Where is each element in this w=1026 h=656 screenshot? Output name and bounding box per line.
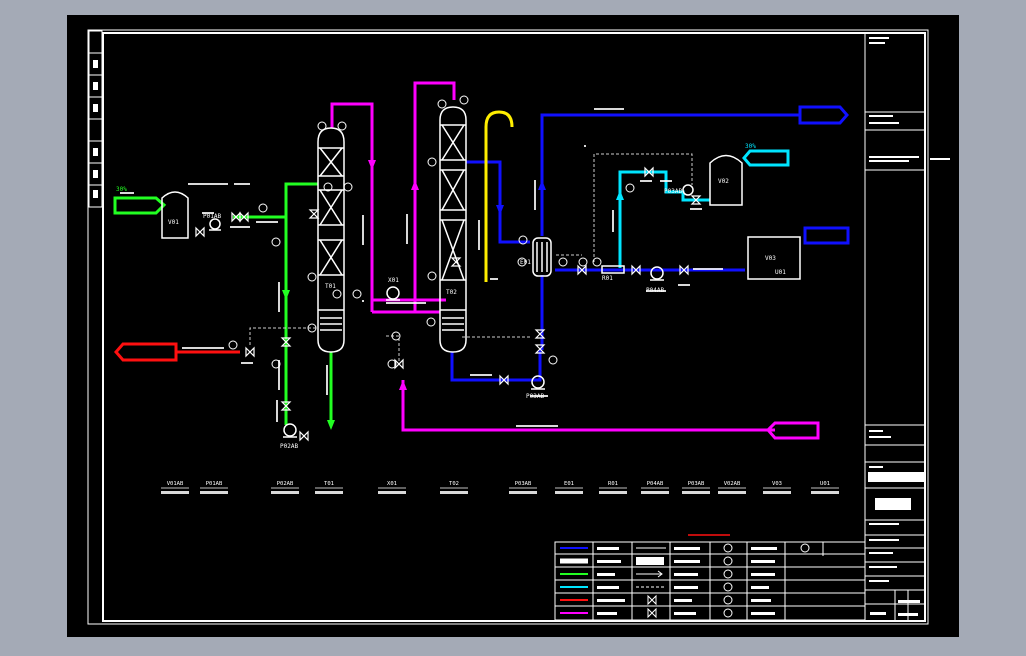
tag-u01: U01 [775, 269, 786, 276]
tag-v03: V03 [765, 255, 776, 262]
equipment-list-tag: T02 [449, 481, 459, 487]
tank-icon-v02[interactable] [709, 154, 743, 206]
pump-icon-p03-small[interactable] [682, 184, 694, 196]
tag-p03ab: P03AB [526, 393, 544, 400]
equipment-list-tag: P02AB [277, 481, 294, 487]
equipment-list-desc [763, 491, 791, 494]
equipment-list-tag: P03AB [688, 481, 705, 487]
equipment-tags: V01 P01AB T01 X01 T02 E01 R01 V02 V03 U0… [168, 178, 786, 450]
equipment-list-desc [555, 491, 583, 494]
equipment-list-tag: E01 [564, 481, 574, 487]
equipment-list-desc [641, 491, 669, 494]
legend-table [554, 534, 866, 621]
green-lines [233, 182, 333, 425]
arrow-tag-out-right [803, 226, 850, 245]
tag-e01: E01 [520, 259, 531, 266]
equipment-list-tag: P03AB [515, 481, 532, 487]
arrow-tag-out-top [798, 105, 849, 125]
drawing-canvas [67, 15, 959, 637]
equipment-list-tag: R01 [608, 481, 618, 487]
tag-t02: T02 [446, 289, 457, 296]
yellow-line [484, 110, 514, 282]
tag-v01: V01 [168, 219, 179, 226]
pump-icon-p03[interactable] [531, 375, 545, 390]
equipment-list-tag: V02AB [724, 481, 741, 487]
equipment-list-tag: P04AB [647, 481, 664, 487]
tag-r01: R01 [602, 275, 613, 282]
equipment-list: V01AB P01AB P02AB T01 X01 T02 P03AB E01 R01 P04AB… [161, 481, 839, 494]
pump-icon-p04[interactable] [650, 266, 664, 281]
title-block [864, 32, 926, 622]
equipment-list-tag: V01AB [167, 481, 184, 487]
column-icon-t02[interactable] [439, 106, 467, 353]
equipment-list-tag: X01 [387, 481, 397, 487]
equipment-list-desc [161, 491, 189, 494]
equipment-list-tag: V03 [772, 481, 782, 487]
arrow-tag-out-left [114, 342, 178, 362]
cyan-lines [618, 170, 710, 268]
equipment-list-desc [811, 491, 839, 494]
equipment-list-desc [378, 491, 406, 494]
tag-t01: T01 [325, 283, 336, 290]
equipment-list-desc [718, 491, 746, 494]
pump-icon-x01[interactable] [386, 286, 400, 301]
equipment-list-desc [682, 491, 710, 494]
tank-icon-v03[interactable] [747, 236, 801, 280]
equipment-list-tag: P01AB [206, 481, 223, 487]
heat-exchanger-icon-e01[interactable] [532, 237, 552, 277]
equipment-list-desc [315, 491, 343, 494]
tag-p03ab-small: P03AB [664, 188, 682, 195]
tag-x01: X01 [388, 277, 399, 284]
tag-p01ab: P01AB [203, 213, 221, 220]
tag-v02: V02 [718, 178, 729, 185]
stream-feed-in: 30% [116, 186, 127, 193]
equipment-list-desc [440, 491, 468, 494]
stream-product-out: 30% [745, 143, 756, 150]
arrow-tag-feed-left [113, 196, 167, 215]
valve-icons[interactable] [195, 166, 702, 442]
pump-icon-p01[interactable] [209, 218, 221, 231]
equipment-list-desc [271, 491, 299, 494]
tag-p02ab: P02AB [280, 443, 298, 450]
equipment-list-tag: T01 [324, 481, 334, 487]
pump-icon-p02[interactable] [283, 423, 297, 438]
reactor-icon-r01[interactable] [601, 265, 625, 274]
cad-label-blocks [120, 108, 723, 427]
equipment-list-desc [200, 491, 228, 494]
equipment-list-desc [509, 491, 537, 494]
outer-frame [87, 29, 929, 625]
tag-p04ab: P04AB [646, 287, 664, 294]
equipment-list-tag: U01 [820, 481, 830, 487]
arrow-tag-product [742, 149, 790, 167]
equipment-list-desc [599, 491, 627, 494]
tank-icon-v01[interactable] [161, 191, 189, 239]
arrow-tag-feed-right [765, 421, 820, 440]
